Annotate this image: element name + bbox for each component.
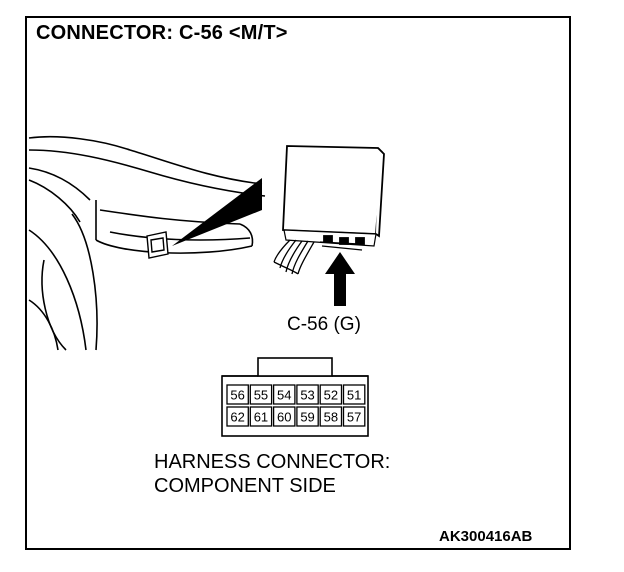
pin-cell [249,406,273,427]
diagram-frame [25,16,571,550]
pin-cell [342,384,366,405]
pin-number-54: 54 [277,388,291,403]
up-arrow-icon [325,252,355,306]
control-module-illustration [273,145,385,275]
pin-number-53: 53 [300,388,314,403]
pin-number-61: 61 [254,410,268,425]
pin-cell [226,406,249,427]
pointer-wedge-icon [172,178,262,246]
pin-number-56: 56 [230,388,244,403]
pin-number-51: 51 [347,388,361,403]
pin-number-59: 59 [300,410,314,425]
pin-cell [226,384,249,405]
pin-cell [342,406,366,427]
diagram-title: CONNECTOR: C-56 <M/T> [36,22,288,44]
pin-number-57: 57 [347,410,361,425]
pin-cell [272,384,296,405]
pin-number-52: 52 [324,388,338,403]
pin-cell [319,406,343,427]
connector-plugs [323,235,365,245]
pin-cell [296,406,319,427]
pin-cell [296,384,319,405]
pin-number-58: 58 [324,410,338,425]
pin-cell [319,384,343,405]
pin-number-55: 55 [254,388,268,403]
connector-callout-label: C-56 (G) [287,314,361,335]
caption-component-side: COMPONENT SIDE [154,475,336,497]
pin-cell [249,384,273,405]
caption-harness-connector: HARNESS CONNECTOR: [154,451,391,473]
pin-labels: 56 55 54 53 52 51 62 61 60 59 58 57 [230,388,361,425]
pin-cells [226,384,366,427]
pin-cell [272,406,296,427]
figure-code: AK300416AB [439,528,533,545]
pin-number-62: 62 [230,410,244,425]
pin-number-60: 60 [277,410,291,425]
connector-location-box-icon [146,231,169,259]
